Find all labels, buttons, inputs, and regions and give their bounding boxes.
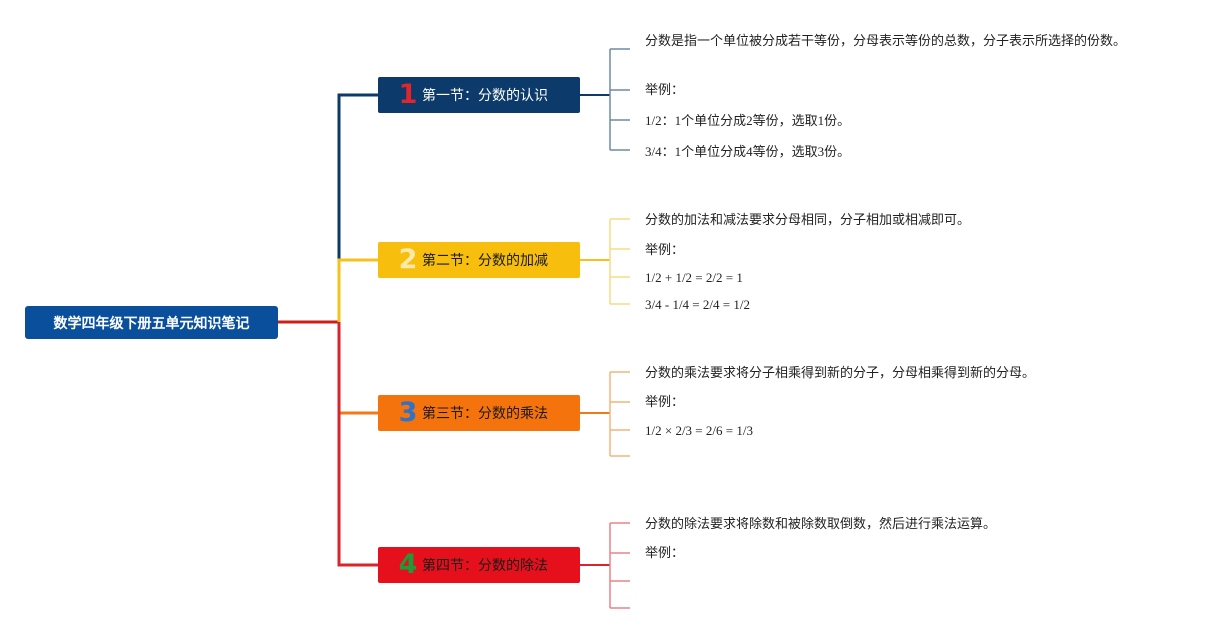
section-title: 第三节：分数的乘法: [422, 406, 548, 422]
section-number: 3: [398, 397, 418, 428]
leaf-text: 1/2：1个单位分成2等份，选取1份。: [645, 113, 851, 128]
section-4-node[interactable]: 4 第四节：分数的除法: [378, 547, 580, 583]
leaf-text: 分数是指一个单位被分成若干等份，分母表示等份的总数，分子表示所选择的份数。: [645, 34, 1127, 49]
leaf-text: 分数的加法和减法要求分母相同，分子相加或相减即可。: [645, 213, 971, 228]
section-2-node[interactable]: 2 第二节：分数的加减: [378, 242, 580, 278]
root-node[interactable]: 数学四年级下册五单元知识笔记: [25, 306, 278, 339]
leaf-text: 3/4 - 1/4 = 2/4 = 1/2: [645, 297, 750, 312]
leaf-text: 举例：: [645, 243, 685, 258]
leaf-text: 3/4：1个单位分成4等份，选取3份。: [645, 144, 851, 159]
section-title: 第一节：分数的认识: [422, 88, 548, 104]
section-3-node[interactable]: 3 第三节：分数的乘法: [378, 395, 580, 431]
section-number: 4: [398, 549, 418, 580]
leaf-text: 1/2 × 2/3 = 2/6 = 1/3: [645, 423, 753, 438]
section-title: 第二节：分数的加减: [422, 253, 548, 269]
section-1-node[interactable]: 1 第一节：分数的认识: [378, 77, 580, 113]
leaf-text: 1/2 + 1/2 = 2/2 = 1: [645, 270, 743, 285]
leaf-text: 分数的乘法要求将分子相乘得到新的分子，分母相乘得到新的分母。: [645, 366, 1036, 381]
leaf-text: 分数的除法要求将除数和被除数取倒数，然后进行乘法运算。: [645, 517, 997, 532]
section-title: 第四节：分数的除法: [422, 558, 548, 574]
leaf-text: 举例：: [645, 546, 685, 561]
section-number: 1: [398, 79, 418, 110]
section-number: 2: [398, 244, 418, 275]
leaf-text: 举例：: [645, 395, 685, 410]
leaf-text: 举例：: [645, 83, 685, 98]
root-label: 数学四年级下册五单元知识笔记: [53, 315, 250, 332]
